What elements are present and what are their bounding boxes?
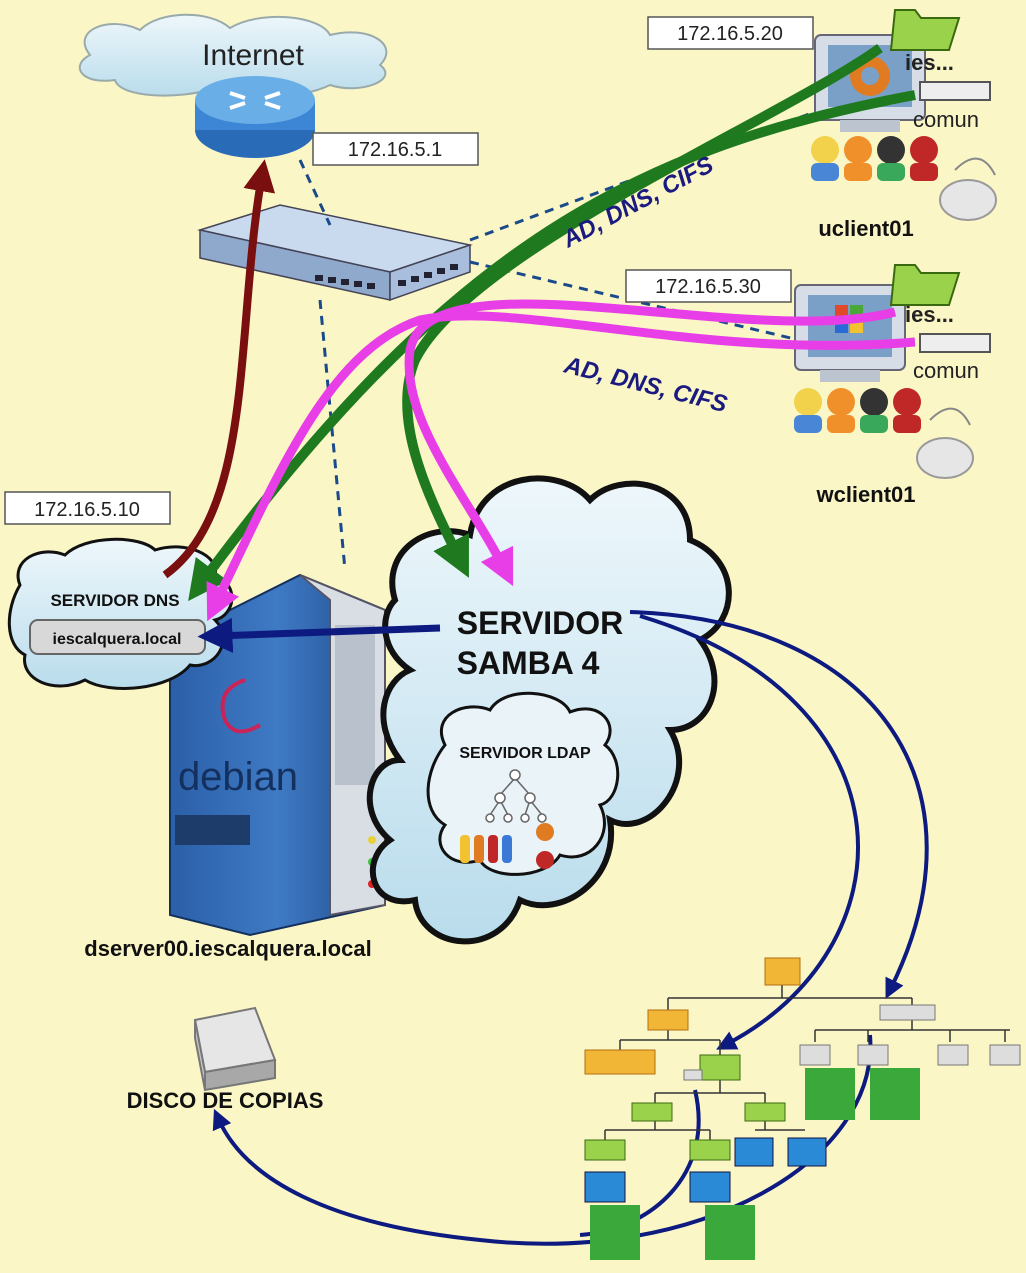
server-tower-icon[interactable]: debian bbox=[169, 573, 386, 937]
wclient-ip: 172.16.5.30 bbox=[655, 276, 761, 298]
wclient-ip-box: 172.16.5.30 bbox=[625, 269, 792, 303]
ldap-label: SERVIDOR LDAP bbox=[459, 745, 591, 762]
uclient-folder-ies-label: ies... bbox=[905, 50, 954, 75]
router-ip-box: 172.16.5.1 bbox=[312, 132, 479, 166]
wclient-link-arrow-samba bbox=[404, 299, 897, 587]
wclient-link-label: AD, DNS, CIFS bbox=[561, 351, 730, 418]
uclient-hostname: uclient01 bbox=[818, 216, 913, 241]
router-ip: 172.16.5.1 bbox=[348, 139, 443, 161]
server-hostname: dserver00.iescalquera.local bbox=[84, 936, 371, 961]
uclient-folder-comun-icon[interactable]: comun bbox=[913, 81, 991, 132]
wclient-folder-ies-icon[interactable]: ies... bbox=[889, 264, 961, 327]
wclient-folder-comun-label: comun bbox=[913, 358, 979, 383]
wclient-hostname: wclient01 bbox=[815, 482, 915, 507]
samba-line1: SERVIDOR bbox=[457, 605, 624, 641]
switch-icon[interactable] bbox=[197, 204, 473, 302]
backup-label: DISCO DE COPIAS bbox=[127, 1088, 324, 1113]
server-ip: 172.16.5.10 bbox=[34, 499, 140, 521]
server-ip-box: 172.16.5.10 bbox=[4, 491, 171, 525]
dns-label: SERVIDOR DNS bbox=[50, 591, 179, 610]
internet-link-arrow bbox=[162, 159, 276, 579]
uclient-mouse-icon bbox=[939, 157, 997, 221]
uclient-link-label: AD, DNS, CIFS bbox=[557, 151, 718, 254]
wclient-monitor-icon[interactable] bbox=[794, 284, 906, 382]
samba-to-shares-arrow-1 bbox=[629, 610, 929, 999]
wclient-users-icon bbox=[794, 388, 921, 433]
wclient-folder-ies-label: ies... bbox=[905, 302, 954, 327]
samba-to-shares-arrow-2 bbox=[639, 614, 860, 1050]
wclient-mouse-icon bbox=[916, 407, 974, 479]
uclient-folder-ies-icon[interactable]: ies... bbox=[889, 9, 961, 75]
internet-cloud: Internet bbox=[78, 13, 388, 98]
wclient-folder-comun-icon[interactable]: comun bbox=[913, 333, 991, 383]
uclient-folder-comun-label: comun bbox=[913, 107, 979, 132]
ldap-cloud: SERVIDOR LDAP bbox=[426, 691, 620, 876]
share-tree-diagram bbox=[584, 957, 1021, 1260]
dns-cloud: SERVIDOR DNS iescalquera.local bbox=[7, 537, 234, 690]
uclient-users-icon bbox=[811, 136, 938, 181]
dns-domain: iescalquera.local bbox=[53, 631, 182, 648]
ldap-tree-icon bbox=[485, 769, 547, 823]
router-icon[interactable] bbox=[195, 76, 315, 158]
shares-to-backup-arrow bbox=[212, 1034, 873, 1246]
samba-to-dns-arrow bbox=[197, 617, 441, 653]
server-brand: debian bbox=[178, 755, 298, 799]
ldap-users-icon bbox=[460, 823, 554, 869]
samba-line2: SAMBA 4 bbox=[457, 645, 600, 681]
backup-disk-icon[interactable] bbox=[193, 1006, 277, 1092]
uclient-link-arrow-dns bbox=[188, 90, 916, 602]
internet-label: Internet bbox=[202, 39, 304, 72]
uclient-ip: 172.16.5.20 bbox=[677, 23, 783, 45]
uclient-ip-box: 172.16.5.20 bbox=[647, 16, 814, 50]
